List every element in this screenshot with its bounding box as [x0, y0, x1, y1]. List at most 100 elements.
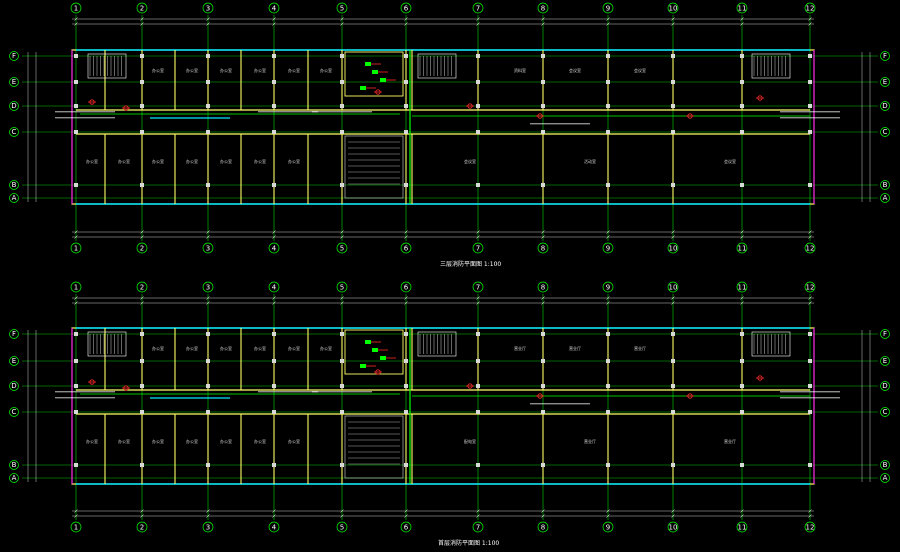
dimension-tick — [74, 235, 78, 239]
first-floor-plan-title: 首层消防平面图 1:100 — [438, 539, 499, 547]
column — [740, 332, 744, 336]
column — [272, 130, 276, 134]
dimension-tick — [541, 296, 545, 300]
column — [340, 183, 344, 187]
axis-label: 11 — [738, 523, 747, 531]
axis-bubble — [9, 77, 19, 87]
axis-label: 6 — [404, 4, 409, 12]
dimension-tick — [808, 301, 812, 305]
axis-bubble — [9, 381, 19, 391]
column — [206, 410, 210, 414]
column — [206, 183, 210, 187]
axis-bubble — [336, 521, 348, 533]
column — [272, 463, 276, 467]
column — [404, 80, 408, 84]
column — [340, 410, 344, 414]
axis-label: 9 — [606, 523, 610, 531]
column — [340, 384, 344, 388]
axis-label: B — [12, 461, 17, 469]
dimension-tick — [404, 235, 408, 239]
axis-label: C — [883, 128, 888, 136]
column — [671, 384, 675, 388]
column — [671, 104, 675, 108]
column — [404, 332, 408, 336]
axis-label: 1 — [74, 4, 78, 12]
axis-label: 3 — [206, 244, 210, 252]
axis-label: B — [12, 181, 17, 189]
column — [74, 359, 78, 363]
axis-bubble — [602, 242, 614, 254]
axis-bubble — [202, 2, 214, 14]
room-label: 资料室 — [514, 67, 526, 73]
dimension-tick — [340, 514, 344, 518]
stair — [417, 331, 457, 357]
hydrant — [360, 86, 366, 90]
axis-bubble — [336, 2, 348, 14]
column — [476, 463, 480, 467]
dimension-tick — [140, 235, 144, 239]
axis-bubble — [70, 281, 82, 293]
dimension-tick — [606, 514, 610, 518]
column — [671, 332, 675, 336]
axis-label: E — [883, 357, 887, 365]
dimension-tick — [606, 22, 610, 26]
axis-bubble — [472, 2, 484, 14]
column — [541, 463, 545, 467]
column — [206, 130, 210, 134]
dimension-tick — [808, 296, 812, 300]
axis-label: C — [12, 128, 17, 136]
dimension-tick — [404, 296, 408, 300]
room-label: 办公室 — [186, 67, 198, 73]
dimension-tick — [740, 17, 744, 21]
room-label: 配电室 — [464, 438, 476, 444]
axis-bubble — [880, 180, 890, 190]
annotation-text — [312, 111, 372, 113]
column — [740, 359, 744, 363]
column — [541, 410, 545, 414]
dimension-tick — [808, 22, 812, 26]
room-label: 办公室 — [86, 158, 98, 164]
axis-label: 1 — [74, 283, 78, 291]
axis-label: D — [11, 382, 16, 390]
annotation-text — [780, 397, 840, 399]
axis-label: A — [12, 474, 17, 482]
axis-bubble — [268, 2, 280, 14]
room-label: 会议室 — [569, 67, 581, 73]
axis-label: 3 — [206, 523, 210, 531]
column — [606, 80, 610, 84]
dimension-tick — [272, 301, 276, 305]
column — [404, 54, 408, 58]
axis-bubble — [9, 193, 19, 203]
dimension-tick — [272, 296, 276, 300]
dimension-tick — [808, 514, 812, 518]
dimension-tick — [272, 514, 276, 518]
dimension-tick — [340, 17, 344, 21]
annotation-text — [55, 117, 115, 119]
dimension-tick — [476, 235, 480, 239]
room-label: 办公室 — [186, 438, 198, 444]
axis-bubble — [70, 242, 82, 254]
dimension-tick — [404, 301, 408, 305]
axis-bubble — [136, 521, 148, 533]
column — [476, 384, 480, 388]
column — [671, 359, 675, 363]
column — [404, 359, 408, 363]
dimension-tick — [140, 230, 144, 234]
axis-label: A — [12, 194, 17, 202]
dimension-tick — [140, 301, 144, 305]
column — [272, 384, 276, 388]
axis-label: A — [883, 474, 888, 482]
annotation-text — [55, 391, 115, 393]
room-label: 营业厅 — [724, 438, 736, 444]
room-label: 办公室 — [288, 158, 300, 164]
axis-label: 2 — [140, 4, 144, 12]
column — [740, 80, 744, 84]
column — [476, 410, 480, 414]
axis-label: 6 — [404, 244, 409, 252]
column — [606, 384, 610, 388]
dimension-tick — [606, 17, 610, 21]
service-core — [344, 329, 404, 375]
column — [606, 359, 610, 363]
axis-label: 12 — [806, 523, 815, 531]
stair — [87, 331, 127, 357]
